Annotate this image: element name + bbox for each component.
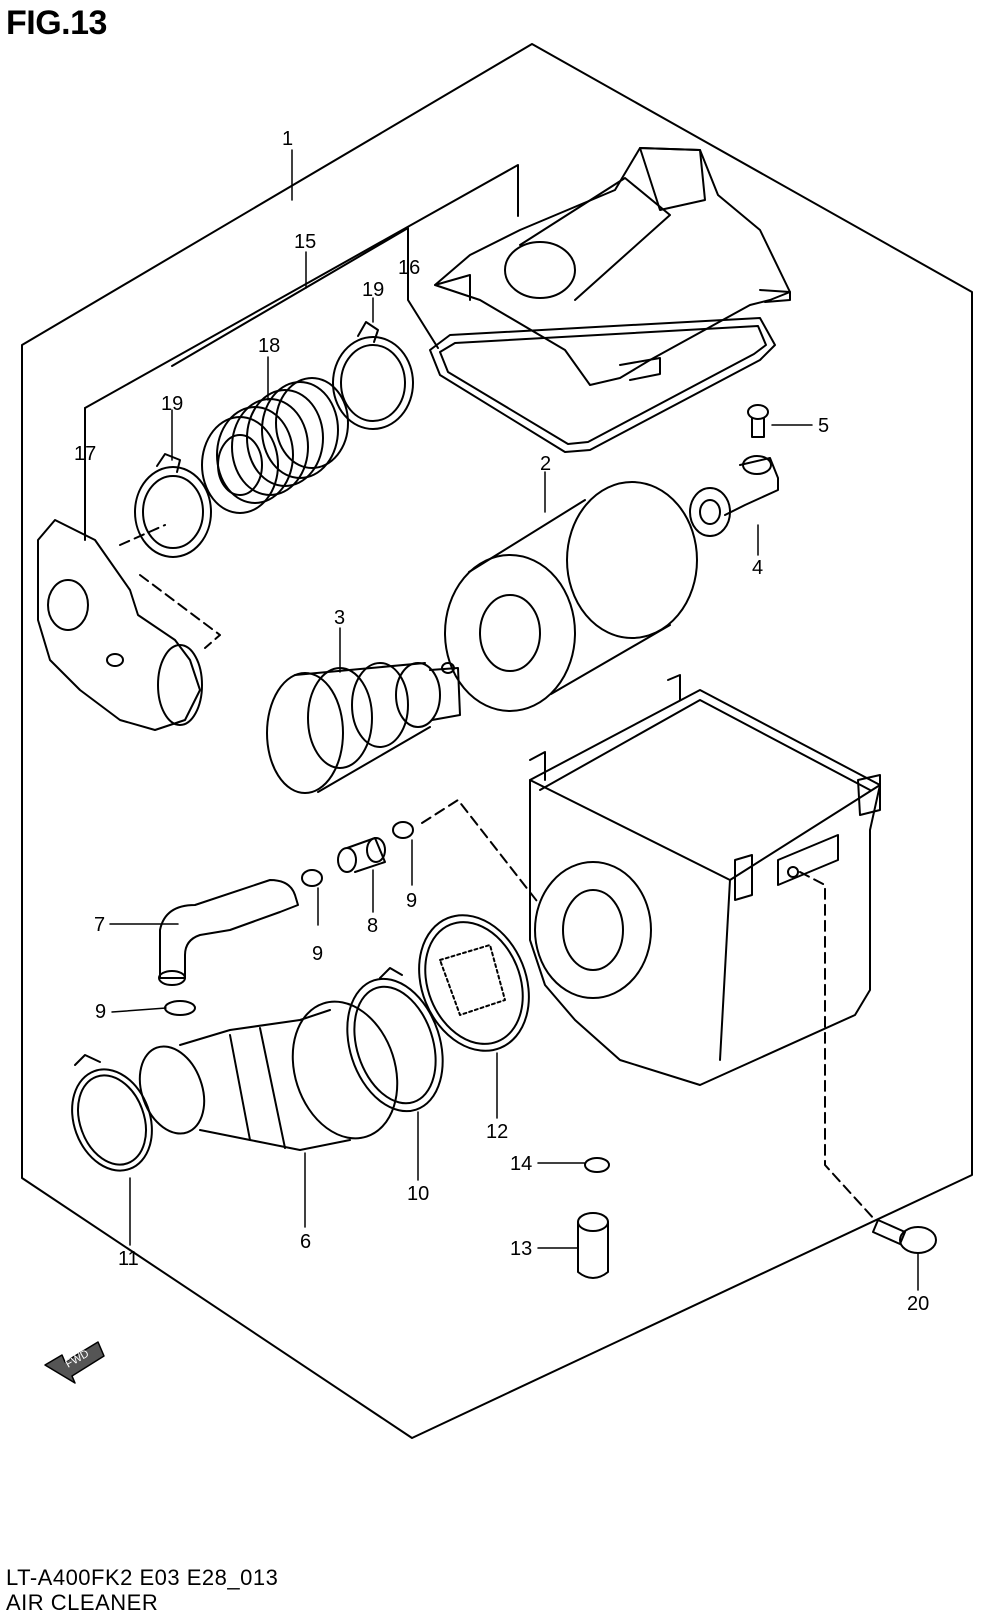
bracket-16 [171,227,439,367]
part-12-screen [418,914,530,1052]
bracket-15 [84,164,519,409]
part-18-hose [201,377,349,514]
part-2-filter-element [444,481,698,712]
part-19-clamp-upper [332,321,414,430]
leader-lines [109,149,919,1291]
fwd-arrow-icon [44,1341,105,1384]
callout-11: 11 [118,1248,139,1270]
air-cleaner-case [529,674,881,1086]
part-5-screw [747,404,769,438]
figure-title: FIG.13 [6,4,107,42]
part-9-clip-3 [164,1000,196,1016]
part-20-bolt [872,1219,937,1254]
callout-12: 12 [486,1121,508,1143]
callout-2: 2 [540,453,551,475]
part-8-fitting [337,837,386,873]
exploded-parts-diagram: 1 2 3 4 5 6 7 8 9 9 9 9 10 11 12 13 14 1… [21,43,973,1439]
part-6-intake-boot [138,1000,399,1151]
part-19-clamp-lower [134,453,212,558]
callout-4: 4 [752,557,763,579]
part-13-cap [577,1212,609,1279]
assembly-boundary [21,43,973,1439]
callout-16: 16 [398,257,420,279]
part-1-cover [434,147,791,386]
callout-19b: 19 [161,393,183,415]
figure-name: AIR CLEANER [6,1590,159,1615]
callout-6: 6 [300,1231,311,1253]
callout-17: 17 [74,443,96,465]
callout-10: 10 [407,1183,429,1205]
part-10-clamp [346,967,444,1113]
part-17-guide [37,519,203,731]
part-3-filter-cage [266,662,461,794]
part-16-gasket [429,317,776,453]
callout-9b: 9 [406,890,417,912]
callout-7: 7 [94,914,105,936]
callout-9a: 9 [312,943,323,965]
part-4-bracket [689,455,779,537]
figure-code: LT-A400FK2 E03 E28_013 [6,1565,279,1590]
callout-5: 5 [818,415,829,437]
part-11-clamp [71,1054,153,1172]
callout-15: 15 [294,231,316,253]
callout-3: 3 [334,607,345,629]
callout-20: 20 [907,1293,929,1315]
callout-19a: 19 [362,279,384,301]
part-14-clip [584,1157,610,1173]
part-9-clip-1 [301,869,323,887]
callout-18: 18 [258,335,280,357]
case-dashed-leader [421,799,541,906]
part-7-hose [159,879,299,979]
part-9-clip-2 [392,821,414,839]
bolt-dashed-leader [799,871,876,1221]
callout-1: 1 [282,128,293,150]
callout-9c: 9 [95,1001,106,1023]
callout-8: 8 [367,915,378,937]
guide-dashed-leader [119,524,221,649]
callout-13: 13 [510,1238,532,1260]
callout-14: 14 [510,1153,532,1175]
